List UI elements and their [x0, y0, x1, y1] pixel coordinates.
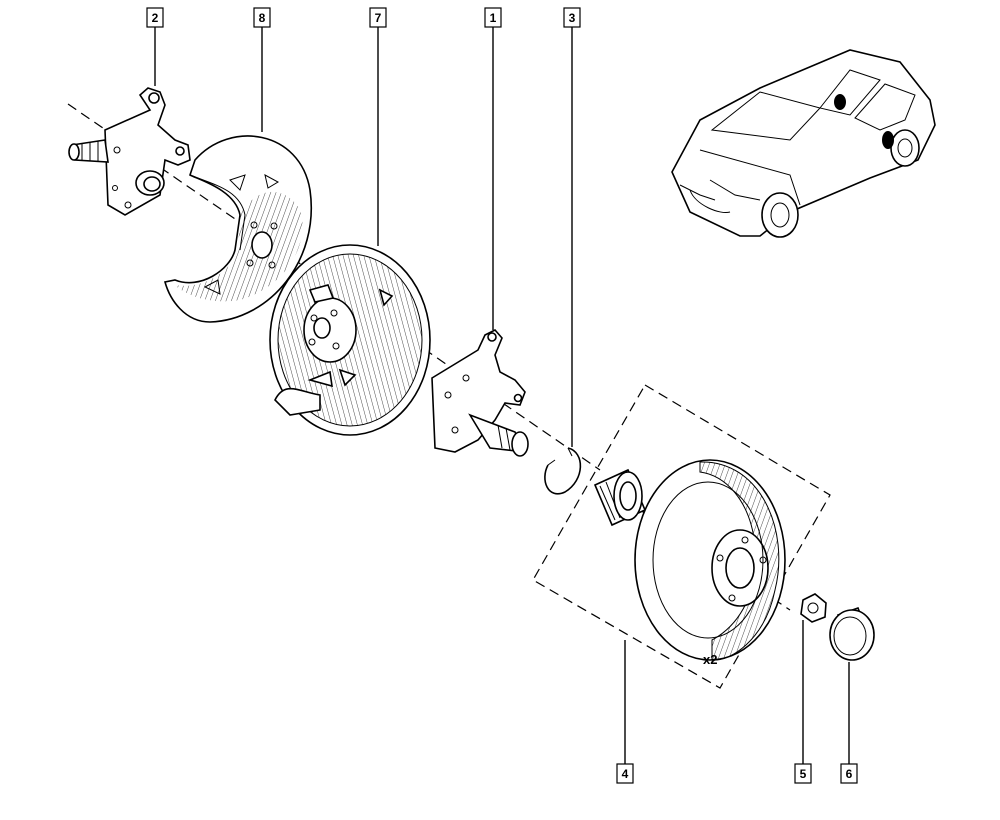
callout-2-label: 2 — [152, 11, 159, 25]
vehicle-location-inset — [671, 49, 936, 238]
callout-6-label: 6 — [846, 767, 853, 781]
part-4-kit-boundary — [532, 384, 831, 689]
part-8-dust-shield — [163, 135, 313, 323]
callout-1-label: 1 — [490, 11, 497, 25]
callout-5-label: 5 — [800, 767, 807, 781]
callout-8: 8 — [253, 7, 271, 28]
callout-3: 3 — [563, 7, 581, 28]
callout-6: 6 — [840, 763, 858, 784]
callout-8-label: 8 — [259, 11, 266, 25]
part-7-brake-backing-plate — [269, 244, 431, 436]
callout-1: 1 — [484, 7, 502, 28]
part-3-circlip — [544, 447, 582, 495]
part-2-stub-axle-carrier — [68, 87, 191, 216]
callout-7-label: 7 — [375, 11, 382, 25]
part-1-stub-axle — [431, 329, 529, 457]
part-4-wheel-bearing — [593, 468, 647, 527]
callout-3-label: 3 — [569, 11, 576, 25]
part-4-brake-disc — [634, 459, 786, 661]
callout-5: 5 — [794, 763, 812, 784]
callout-7: 7 — [369, 7, 387, 28]
callout-4: 4 — [616, 763, 634, 784]
quantity-label: x2 — [703, 652, 717, 667]
callout-2: 2 — [146, 7, 164, 28]
part-6-hub-cap — [829, 606, 875, 661]
leader-lines — [154, 27, 850, 764]
part-5-hub-nut — [800, 593, 827, 623]
callout-4-label: 4 — [622, 767, 629, 781]
